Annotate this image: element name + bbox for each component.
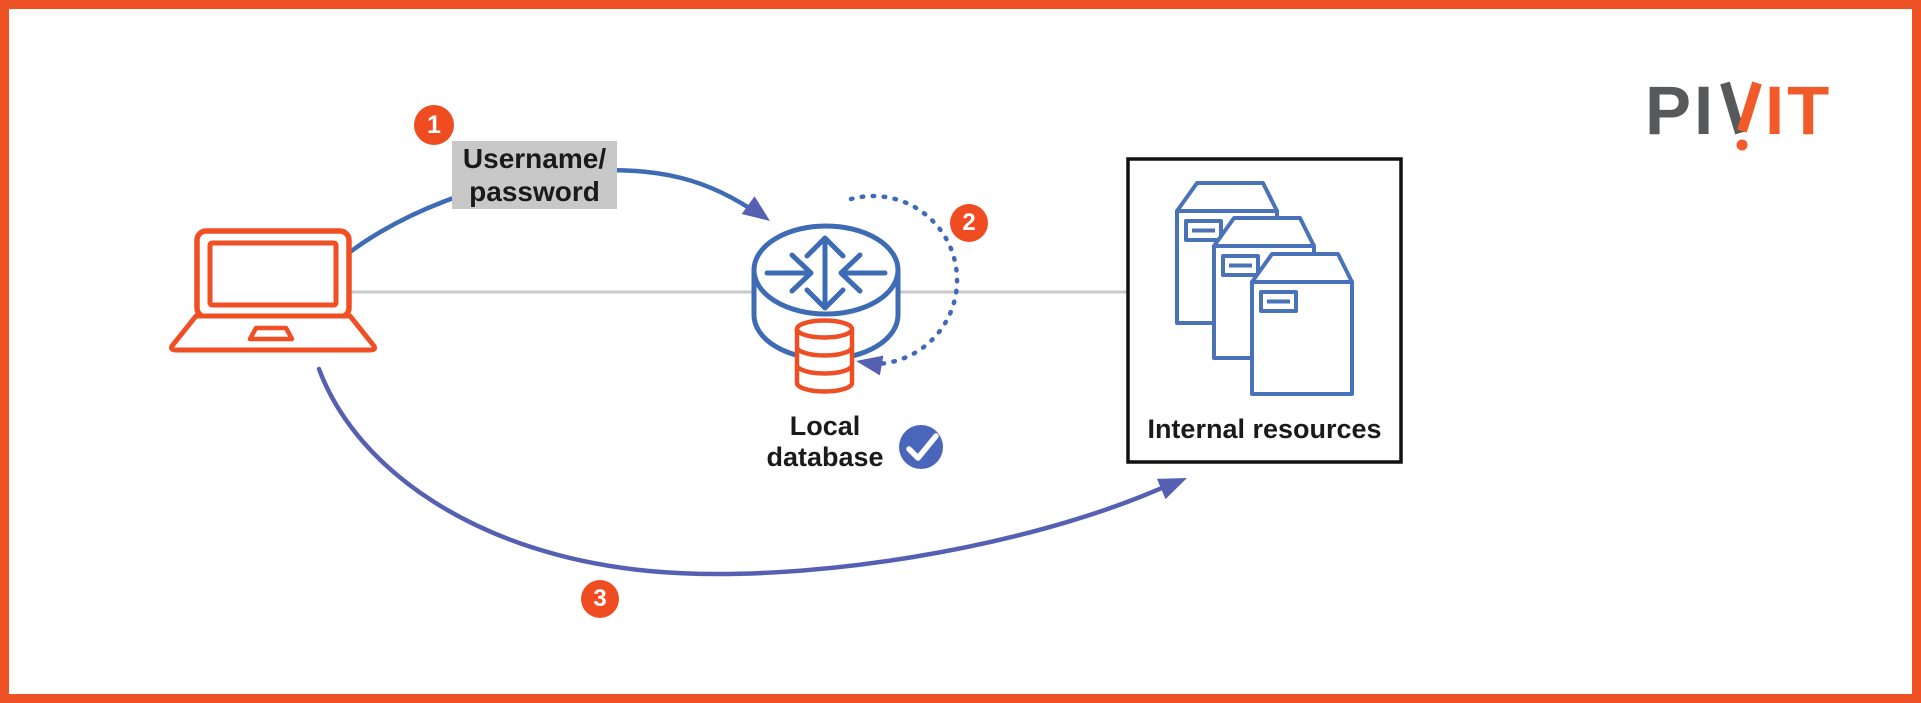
credentials-label: Username/ password bbox=[452, 141, 617, 209]
diagram-shapes bbox=[169, 157, 1403, 577]
logo-exclamation-dot bbox=[1736, 139, 1748, 151]
step2-arrowhead bbox=[856, 355, 884, 376]
laptop-icon bbox=[169, 228, 377, 353]
step1-badge: 1 bbox=[414, 105, 454, 145]
logo-gray-letters: PI bbox=[1645, 72, 1716, 149]
pivit-logo-art: PI IT bbox=[1645, 72, 1832, 151]
router-icon bbox=[751, 223, 901, 362]
database-icon bbox=[794, 318, 855, 394]
internal-resources-label: Internal resources bbox=[1147, 414, 1382, 444]
step2-badge: 2 bbox=[950, 204, 988, 242]
logo-v-left-stroke bbox=[1720, 81, 1745, 135]
local-database-label: Local database bbox=[766, 411, 884, 472]
internal-resources-box bbox=[1126, 157, 1403, 464]
step3-badge: 3 bbox=[581, 580, 619, 618]
check-circle-icon bbox=[899, 425, 943, 469]
logo-orange-letters: IT bbox=[1765, 72, 1832, 149]
logo-v-right-stroke bbox=[1737, 81, 1762, 133]
step2-dashed-loop bbox=[848, 193, 960, 367]
step3-arrow bbox=[316, 366, 1187, 577]
pivit-logo: PI IT bbox=[1645, 71, 1845, 156]
